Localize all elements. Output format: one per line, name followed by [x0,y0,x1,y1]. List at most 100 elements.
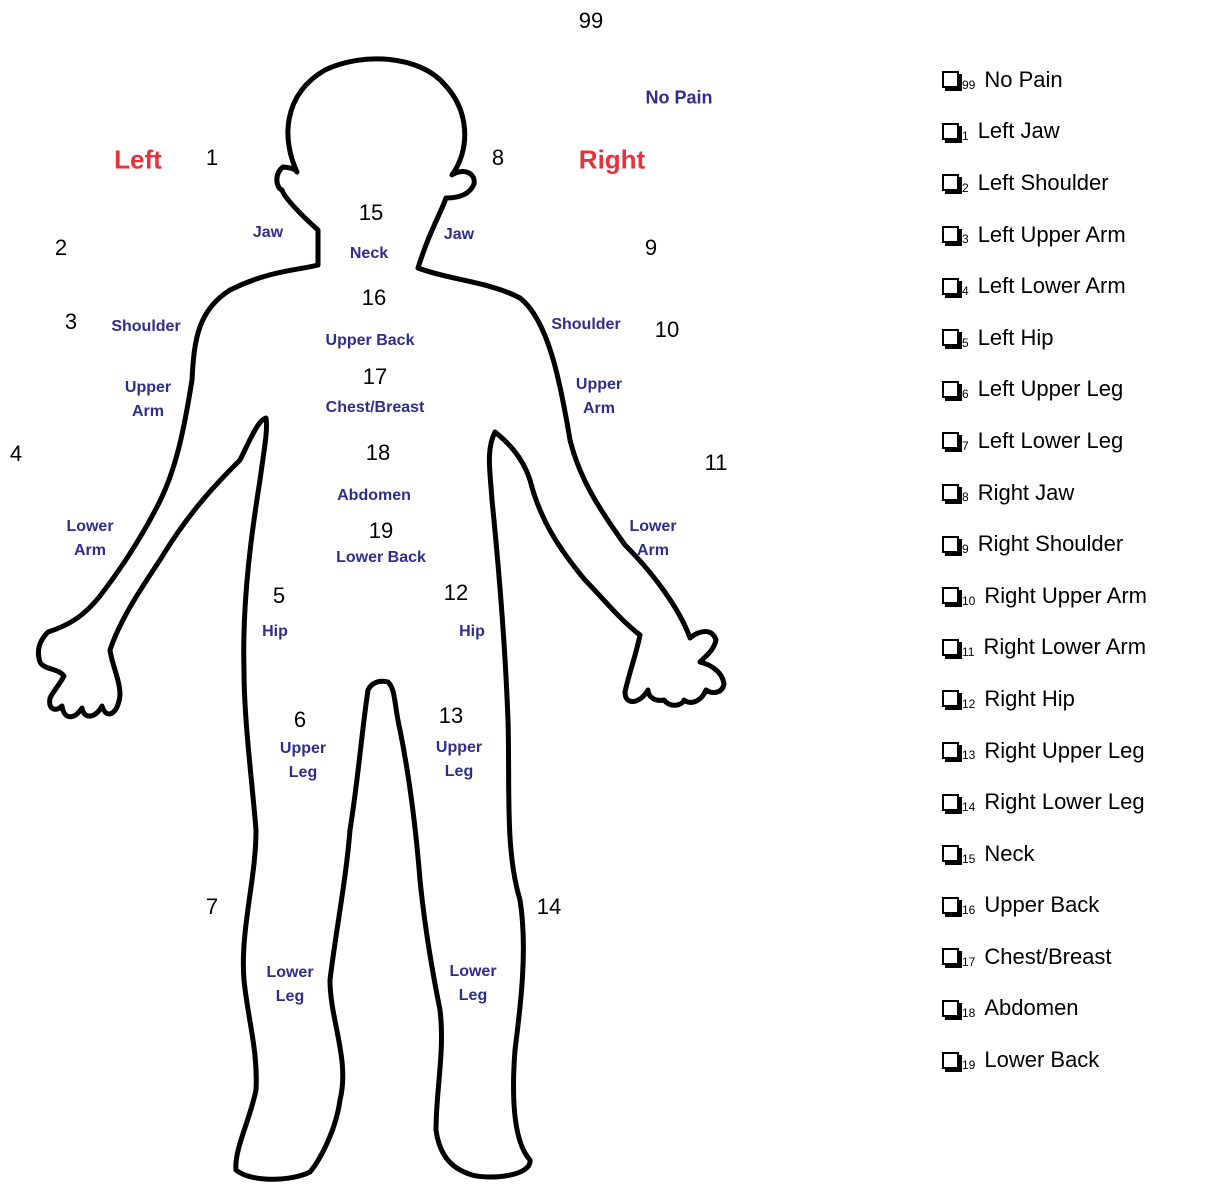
region-label-lower-back: Lower Back [336,546,426,570]
checklist-item-left-upper-leg[interactable]: 6 Left Upper Leg [942,364,1205,416]
checklist-item-upper-back[interactable]: 16 Upper Back [942,880,1205,932]
region-label-chest: Chest/Breast [326,396,425,420]
region-label-upper-back: Upper Back [326,329,415,353]
item-code: 3 [962,232,969,246]
region-number-18: 18 [366,440,390,466]
checklist-item-left-lower-arm[interactable]: 4 Left Lower Arm [942,260,1205,312]
item-code: 10 [962,594,975,608]
checkbox[interactable] [942,587,959,604]
region-number-13: 13 [439,703,463,729]
item-code: 1 [962,129,969,143]
item-label: Upper Back [984,892,1099,918]
checkbox[interactable] [942,123,959,140]
item-code: 15 [962,852,975,866]
checklist-item-left-hip[interactable]: 5 Left Hip [942,312,1205,364]
checkbox[interactable] [942,639,959,656]
region-number-2: 2 [55,235,67,261]
item-code: 13 [962,748,975,762]
item-label: Chest/Breast [984,944,1111,970]
checkbox[interactable] [942,484,959,501]
checklist-item-neck[interactable]: 15 Neck [942,828,1205,880]
region-number-15: 15 [359,200,383,226]
item-label: Neck [984,841,1034,867]
item-code: 99 [962,78,975,92]
region-number-14: 14 [537,894,561,920]
item-label: Left Hip [978,325,1054,351]
region-label-abdomen: Abdomen [337,484,411,508]
item-label: No Pain [984,67,1062,93]
checkbox[interactable] [942,432,959,449]
region-number-1: 1 [206,145,218,171]
item-label: Left Lower Leg [978,428,1124,454]
checkbox[interactable] [942,690,959,707]
item-label: Lower Back [984,1047,1099,1073]
item-label: Left Upper Arm [978,222,1126,248]
checkbox[interactable] [942,536,959,553]
no-pain-label: No Pain [645,88,712,109]
region-label-left-shoulder: Shoulder [111,315,180,339]
item-code: 6 [962,387,969,401]
item-code: 8 [962,490,969,504]
region-number-7: 7 [206,894,218,920]
checkbox[interactable] [942,226,959,243]
top-number: 99 [579,8,603,34]
checkbox[interactable] [942,278,959,295]
checkbox[interactable] [942,329,959,346]
region-label-neck: Neck [350,242,388,266]
region-number-11: 11 [705,450,728,476]
checkbox[interactable] [942,1000,959,1017]
item-code: 5 [962,336,969,350]
region-label-right-shoulder: Shoulder [551,313,620,337]
item-label: Right Shoulder [978,531,1124,557]
item-label: Right Upper Arm [984,583,1147,609]
item-label: Right Jaw [978,480,1075,506]
region-number-9: 9 [645,235,657,261]
region-number-4: 4 [10,441,22,467]
region-number-5: 5 [273,583,285,609]
item-label: Left Lower Arm [978,273,1126,299]
right-side-label: Right [579,145,645,176]
checklist-item-right-upper-leg[interactable]: 13 Right Upper Leg [942,725,1205,777]
item-code: 16 [962,903,975,917]
region-label-right-jaw: Jaw [444,223,474,247]
checkbox[interactable] [942,381,959,398]
checklist-item-no-pain[interactable]: 99 No Pain [942,54,1205,106]
item-code: 4 [962,284,969,298]
item-code: 11 [962,645,974,659]
item-label: Right Upper Leg [984,738,1144,764]
checkbox[interactable] [942,174,959,191]
region-number-6: 6 [294,707,306,733]
checkbox[interactable] [942,897,959,914]
body-diagram: 99 No Pain Left Right 1 2 3 4 5 6 7 8 9 … [0,0,860,1186]
checklist-item-right-jaw[interactable]: 8 Right Jaw [942,467,1205,519]
checklist-item-left-upper-arm[interactable]: 3 Left Upper Arm [942,209,1205,261]
checkbox[interactable] [942,794,959,811]
region-label-left-hip: Hip [262,620,288,644]
region-label-left-jaw: Jaw [253,221,283,245]
item-label: Left Shoulder [978,170,1109,196]
checkbox[interactable] [942,742,959,759]
region-number-16: 16 [362,285,386,311]
checkbox[interactable] [942,1052,959,1069]
checkbox[interactable] [942,845,959,862]
checkbox[interactable] [942,71,959,88]
item-code: 18 [962,1006,975,1020]
checkbox[interactable] [942,948,959,965]
region-number-8: 8 [492,145,504,171]
checklist-item-right-upper-arm[interactable]: 10 Right Upper Arm [942,570,1205,622]
item-label: Left Upper Leg [978,376,1124,402]
